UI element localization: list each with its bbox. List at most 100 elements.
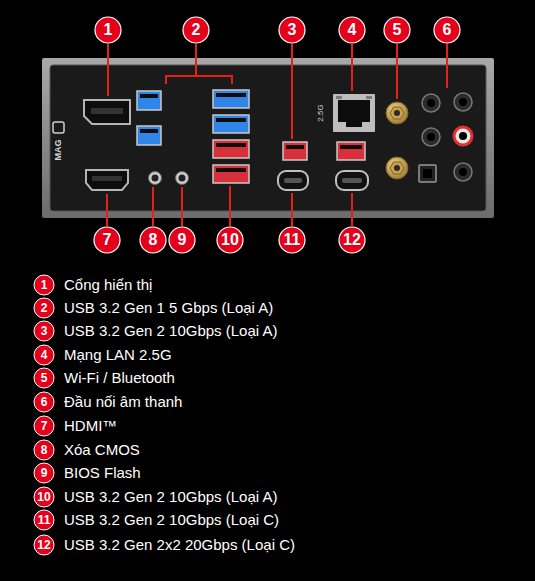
lan-port <box>333 94 375 132</box>
button <box>176 172 189 185</box>
port-description: HDMI™ <box>64 417 117 435</box>
usb-a-port-red <box>216 168 246 172</box>
hdmi-port <box>86 170 128 190</box>
callout-number: 10 <box>216 226 244 254</box>
usb-c-port <box>278 171 368 190</box>
callout-number: 7 <box>93 226 121 254</box>
lan-port <box>333 94 375 132</box>
port-description: USB 3.2 Gen 2 10Gbps (Loại C) <box>64 511 279 529</box>
usb-a-port-blue <box>140 129 158 133</box>
list-number-badge: 12 <box>33 534 55 556</box>
callout-text-holder: 12 <box>338 226 366 254</box>
brand-logo-icon <box>53 122 64 133</box>
displayport-port <box>84 100 130 124</box>
list-number: 10 <box>37 491 50 503</box>
usb-a-port-blue <box>137 126 161 145</box>
hdmi-port <box>92 176 122 181</box>
usb-a-port-red <box>216 143 246 147</box>
usb-c-port <box>342 178 362 183</box>
callout-number: 2 <box>182 16 210 44</box>
leader-line <box>446 44 448 88</box>
leader-line <box>106 194 108 226</box>
callout-text-holder: 4 <box>338 16 366 44</box>
list-number-holder: 8 <box>33 439 55 461</box>
list-number-circle <box>34 321 54 341</box>
list-number-badge: 6 <box>33 391 55 413</box>
io-shield <box>50 65 486 211</box>
callout-text-holder: 7 <box>93 226 121 254</box>
audio-jack <box>422 94 440 112</box>
list-number: 11 <box>38 514 51 526</box>
legend-row: 7HDMI™ <box>33 415 117 437</box>
port-description: USB 3.2 Gen 2 10Gbps (Loại A) <box>64 488 277 506</box>
legend-row: 4Mạng LAN 2.5G <box>33 344 172 366</box>
button <box>179 175 186 182</box>
antenna-connector <box>394 110 400 116</box>
callout-number: 5 <box>383 16 411 44</box>
audio-jack <box>427 133 435 141</box>
usb-a-port-blue <box>140 94 158 98</box>
lan-port <box>338 100 370 127</box>
callout-text-holder: 10 <box>216 226 244 254</box>
leader-line <box>107 44 447 226</box>
displayport-port <box>84 100 130 124</box>
callout-number-text: 1 <box>104 22 113 38</box>
legend-row: 5Wi-Fi / Bluetooth <box>33 367 175 389</box>
legend-row: 10 USB 3.2 Gen 2 10Gbps (Loại A) <box>33 486 277 508</box>
leader-line <box>396 44 398 99</box>
list-number-circle <box>34 298 54 318</box>
callout-number: 9 <box>168 226 196 254</box>
legend-row: 3USB 3.2 Gen 2 10Gbps (Loại A) <box>33 320 277 342</box>
list-number-holder: 2 <box>33 297 55 319</box>
list-number-badge: 9 <box>33 462 55 484</box>
usb-a-port-red <box>337 142 365 160</box>
usb-a-port-blue <box>213 90 249 108</box>
audio-jack <box>422 128 440 146</box>
leader-line <box>166 76 232 84</box>
list-number-circle <box>34 535 54 555</box>
audio-jack <box>454 163 472 181</box>
callout-circle <box>384 17 410 43</box>
callout-number-text: 9 <box>178 232 187 248</box>
callout-number: 6 <box>433 16 461 44</box>
list-number: 3 <box>41 325 48 337</box>
callout-text-holder: 6 <box>433 16 461 44</box>
optical-spdif-port <box>423 169 432 178</box>
brand-logo-icon <box>53 122 64 133</box>
displayport-port <box>91 108 123 114</box>
callout-number-text: 10 <box>221 232 239 248</box>
callout-text-holder: 1 <box>94 16 122 44</box>
list-number-holder: 1 <box>33 274 55 296</box>
port-label: 2.5G <box>317 104 325 121</box>
list-number-circle <box>34 463 54 483</box>
leader-line <box>351 44 353 91</box>
list-number-circle <box>34 487 54 507</box>
callout-circle <box>279 227 305 253</box>
port-description: Wi-Fi / Bluetooth <box>64 369 175 387</box>
audio-jack <box>459 168 467 176</box>
port-description: Mạng LAN 2.5G <box>64 346 172 364</box>
hdmi-port <box>86 170 128 190</box>
leader-line <box>229 186 231 226</box>
port-description: Xóa CMOS <box>64 441 140 459</box>
optical-spdif-port <box>419 165 436 182</box>
callout-circle <box>434 17 460 43</box>
port-description: USB 3.2 Gen 1 5 Gbps (Loại A) <box>64 299 273 317</box>
leader-line <box>351 193 353 226</box>
port-description: Cổng hiển thị <box>64 276 152 294</box>
list-number: 12 <box>37 539 50 551</box>
usb-a-port-red <box>213 140 249 158</box>
list-number: 9 <box>41 467 48 479</box>
list-number-badge: 11 <box>33 509 55 531</box>
list-number: 8 <box>41 444 48 456</box>
legend-row: 2 USB 3.2 Gen 1 5 Gbps (Loại A) <box>33 297 273 319</box>
list-number-holder: 11 <box>33 509 55 531</box>
button <box>149 172 189 185</box>
antenna-connector <box>390 162 404 174</box>
callout-circle <box>339 17 365 43</box>
callout-number-text: 7 <box>103 232 112 248</box>
list-number-badge: 2 <box>33 297 55 319</box>
list-number-holder: 6 <box>33 391 55 413</box>
io-shield <box>42 58 494 218</box>
